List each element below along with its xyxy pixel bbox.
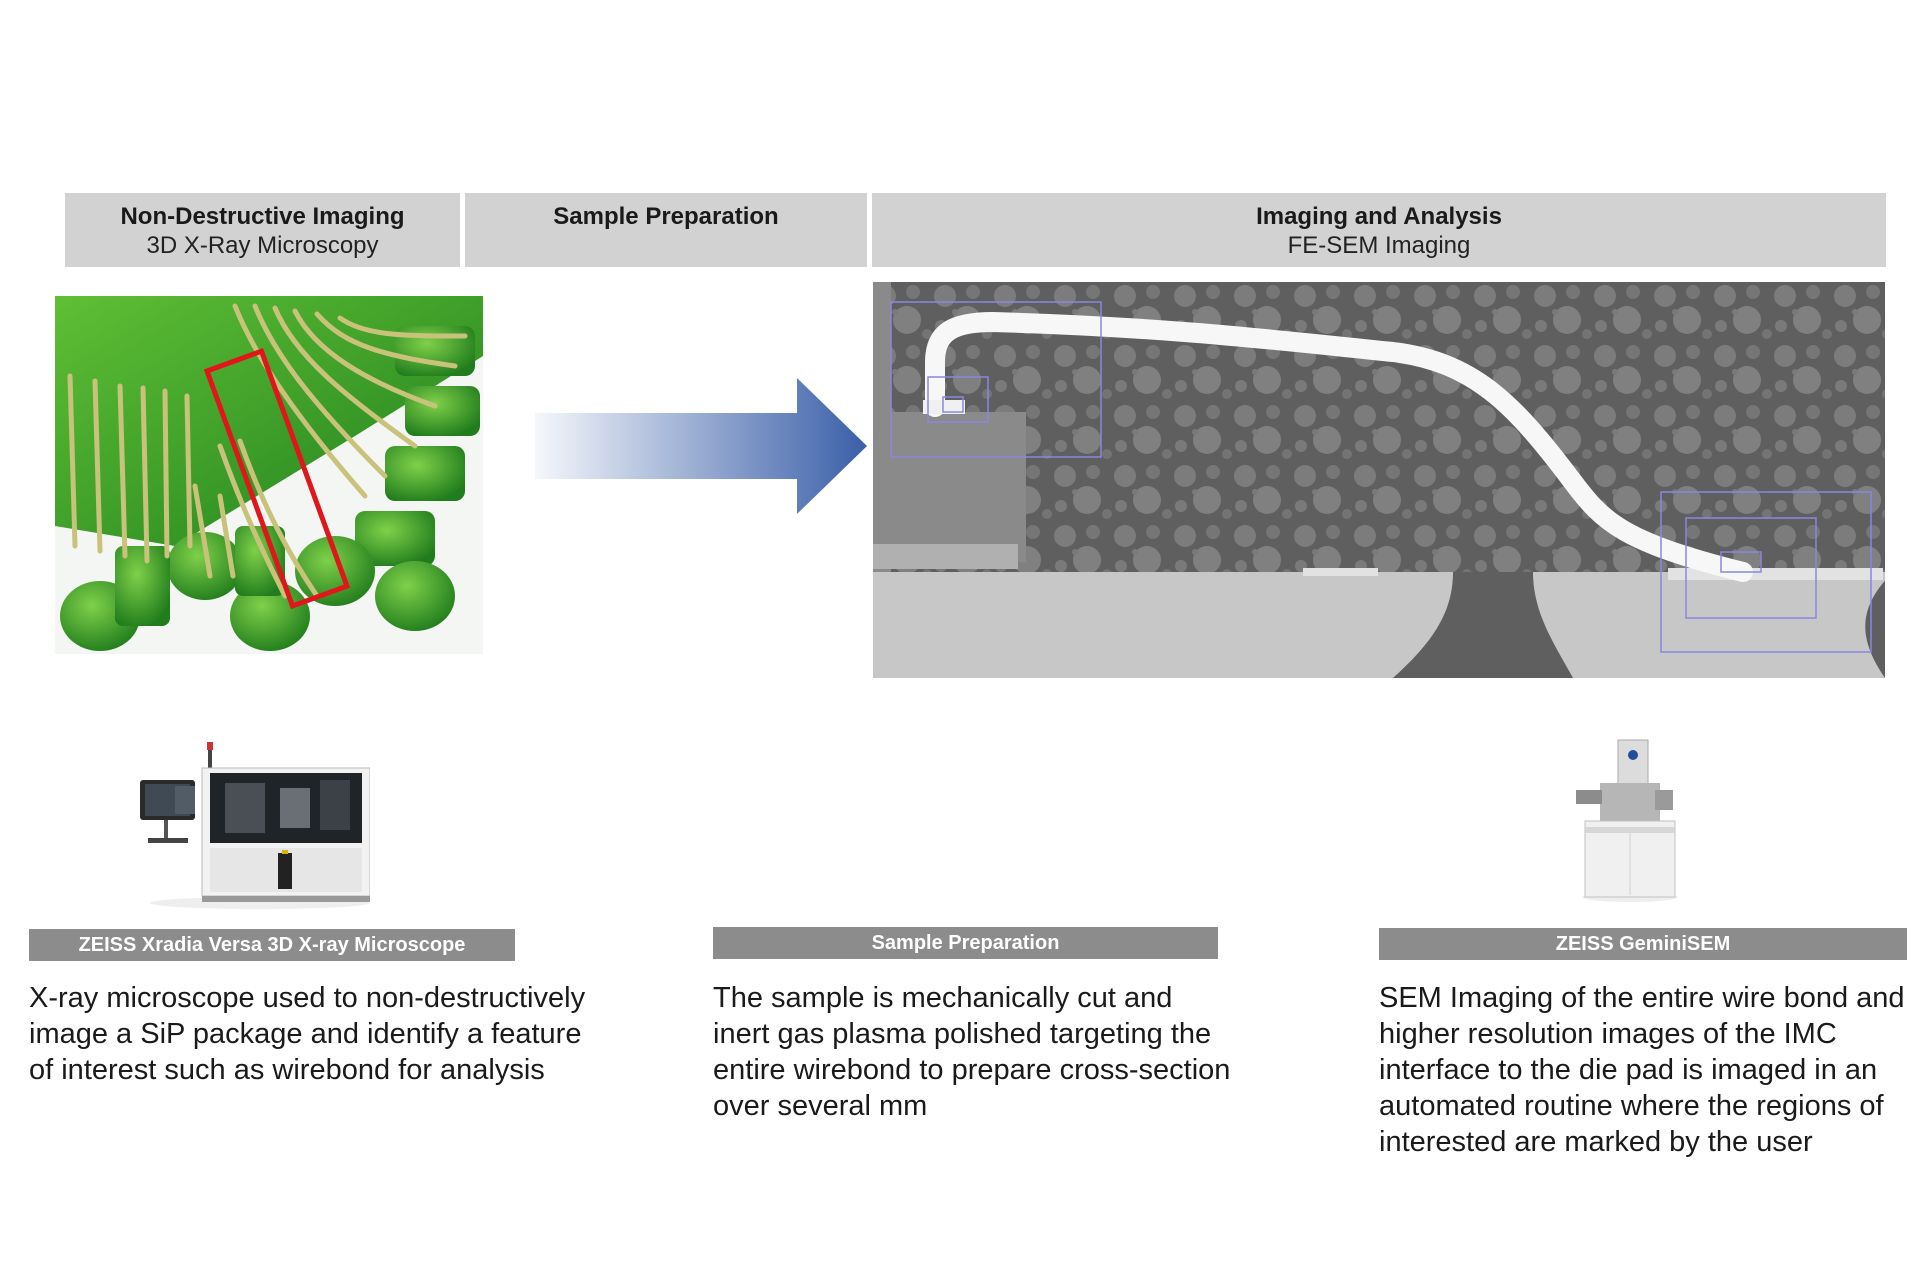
description-xradia: X-ray microscope used to non-destructive… [29, 982, 586, 1086]
sem-cross-section-image [873, 282, 1885, 678]
stage-subtitle: 3D X-Ray Microscopy [146, 232, 379, 259]
stage-title: Sample Preparation [553, 203, 779, 230]
roi-highlight-box [203, 347, 351, 610]
stage-subtitle: FE-SEM Imaging [1287, 232, 1471, 259]
description-sample-prep: The sample is mechanically cut and inert… [713, 982, 1231, 1122]
geminisem-instrument-image [1570, 735, 1680, 902]
description-geminisem: SEM Imaging of the entire wire bond and … [1379, 982, 1905, 1158]
label-bar-sample-prep: Sample Preparation [713, 927, 1218, 959]
process-arrow [535, 378, 867, 514]
stage-header-imaging: Imaging and Analysis FE-SEM Imaging [872, 193, 1886, 267]
stage-header-nondestructive: Non-Destructive Imaging 3D X-Ray Microsc… [65, 193, 460, 267]
xradia-versa-instrument-image [140, 738, 371, 910]
label-bar-geminisem: ZEISS GeminiSEM [1379, 928, 1907, 960]
xray-3d-image [55, 296, 483, 654]
stage-header-sample-prep: Sample Preparation [465, 193, 867, 267]
stage-title: Non-Destructive Imaging [120, 203, 405, 230]
stage-title: Imaging and Analysis [1256, 203, 1502, 230]
label-bar-xradia: ZEISS Xradia Versa 3D X-ray Microscope [29, 929, 515, 961]
